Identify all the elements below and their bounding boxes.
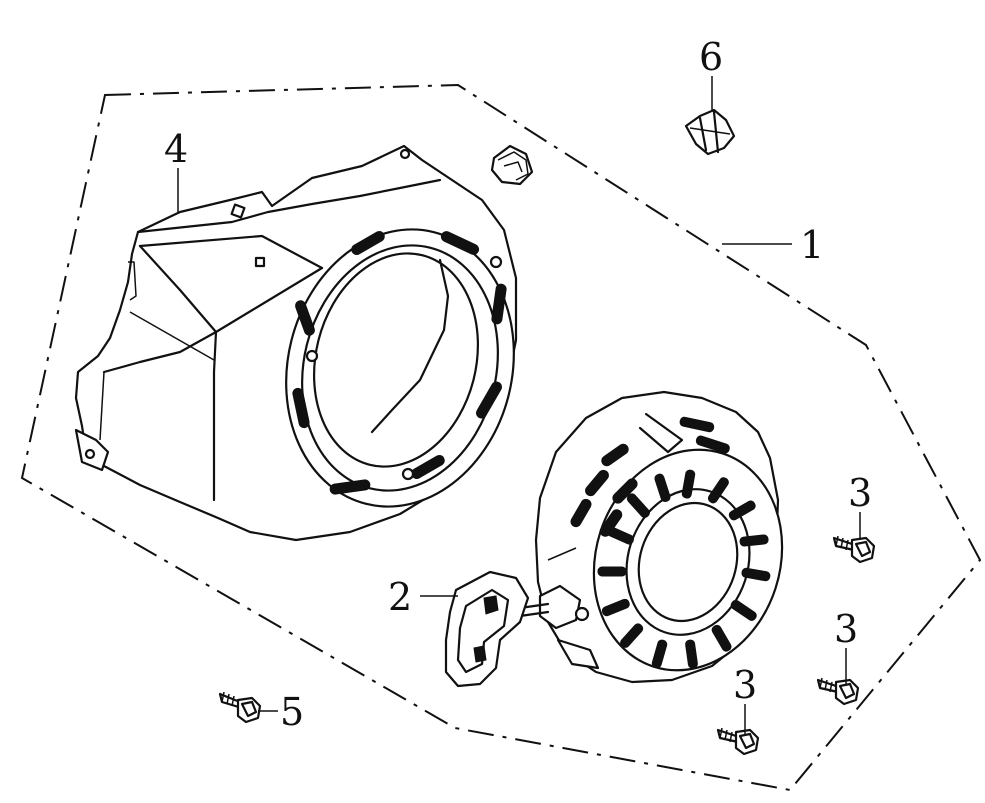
grommet-part (490, 144, 534, 186)
bolt-part-3-upper (832, 535, 876, 564)
callout-3-middle: 3 (834, 607, 858, 651)
callout-2: 2 (388, 575, 412, 619)
callout-4: 4 (164, 127, 188, 171)
fan-cover-part (74, 144, 518, 542)
callout-5: 5 (280, 690, 304, 734)
bolt-part-3-middle (816, 677, 860, 706)
assembly-boundary (20, 83, 982, 792)
callout-6: 6 (699, 35, 723, 79)
leader-lines (177, 76, 861, 734)
clip-part (684, 108, 736, 156)
bolt-part-5 (218, 691, 262, 724)
callout-3-lower: 3 (733, 663, 757, 707)
callout-1: 1 (800, 223, 824, 267)
callout-3-upper: 3 (848, 471, 872, 515)
bolt-part-3-lower (716, 727, 760, 756)
recoil-starter-part (444, 390, 784, 688)
